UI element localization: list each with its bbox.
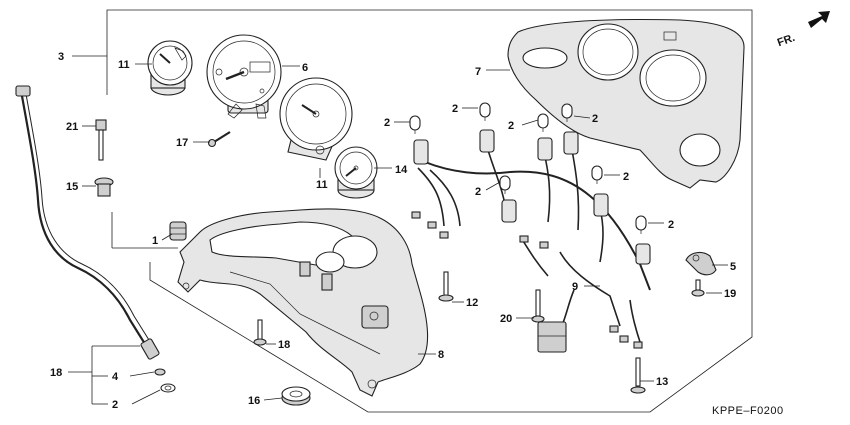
callout-18-right: 19 — [724, 288, 736, 300]
harness-clip — [685, 251, 717, 276]
callout-2g: 2 — [668, 219, 674, 231]
meter-cover — [507, 18, 745, 189]
callout-21: 21 — [66, 121, 78, 133]
callout-16: 16 — [248, 395, 260, 407]
callout-20: 2 — [112, 399, 118, 411]
callout-12: 14 — [395, 164, 408, 176]
callout-18-left: 18 — [278, 339, 290, 351]
screws — [94, 119, 705, 394]
callout-13: 18 — [50, 367, 62, 379]
callout-3: 3 — [58, 51, 64, 63]
grommet — [169, 221, 187, 241]
wire-harness — [411, 129, 651, 353]
bulb-icon — [479, 102, 491, 121]
callout-8: 9 — [572, 281, 578, 293]
meter-case — [177, 208, 429, 397]
callout-2f: 2 — [623, 171, 629, 183]
screw-18-right — [691, 279, 705, 297]
callout-labels: 3 11 6 17 11 14 7 21 15 1 8 12 13 9 20 1… — [50, 51, 736, 411]
small-parts — [154, 368, 311, 406]
front-direction-arrow: FR. — [776, 11, 830, 49]
screw-21 — [95, 119, 107, 161]
diagram-code: KPPE–F0200 — [712, 405, 784, 417]
callout-2a: 2 — [384, 117, 390, 129]
callout-4: 5 — [730, 261, 736, 273]
callout-10: 11 — [118, 59, 130, 71]
speedometer-gauge — [206, 34, 282, 119]
screw-18-left — [253, 319, 267, 346]
speedometer-cable — [15, 85, 160, 360]
callout-14: 4 — [112, 371, 119, 383]
temperature-gauge — [279, 77, 353, 161]
callout-11-upper: 12 — [466, 297, 478, 309]
callout-15: 15 — [66, 181, 78, 193]
screw-17 — [207, 131, 231, 148]
bulb-icon — [635, 215, 647, 234]
bulb-icon — [409, 115, 421, 134]
tachometer-small-gauge — [147, 40, 193, 96]
callout-2e: 2 — [475, 186, 481, 198]
direction-label: FR. — [776, 32, 797, 49]
bulb-icon — [499, 175, 511, 194]
callout-2b: 2 — [452, 103, 458, 115]
fuel-gauge — [334, 146, 378, 199]
callout-5: 6 — [302, 62, 308, 74]
collar-15 — [94, 177, 114, 197]
bulb-icon — [561, 103, 573, 122]
callout-17: 17 — [176, 137, 188, 149]
screw-11-upper — [438, 271, 454, 302]
bulb-icon — [591, 165, 603, 184]
indicator-bulbs — [409, 102, 647, 234]
callout-7: 8 — [438, 349, 444, 361]
callout-11-lower: 13 — [656, 376, 668, 388]
screw-11-lower — [630, 357, 646, 394]
callout-6: 7 — [475, 66, 481, 78]
bulb-icon — [537, 113, 549, 132]
callout-2d: 2 — [592, 113, 598, 125]
callout-1: 1 — [152, 235, 158, 247]
leader-lines — [68, 55, 728, 405]
callout-19: 20 — [500, 313, 512, 325]
callout-2c: 2 — [508, 120, 514, 132]
screw-19 — [531, 289, 545, 323]
callout-9: 11 — [316, 179, 328, 191]
